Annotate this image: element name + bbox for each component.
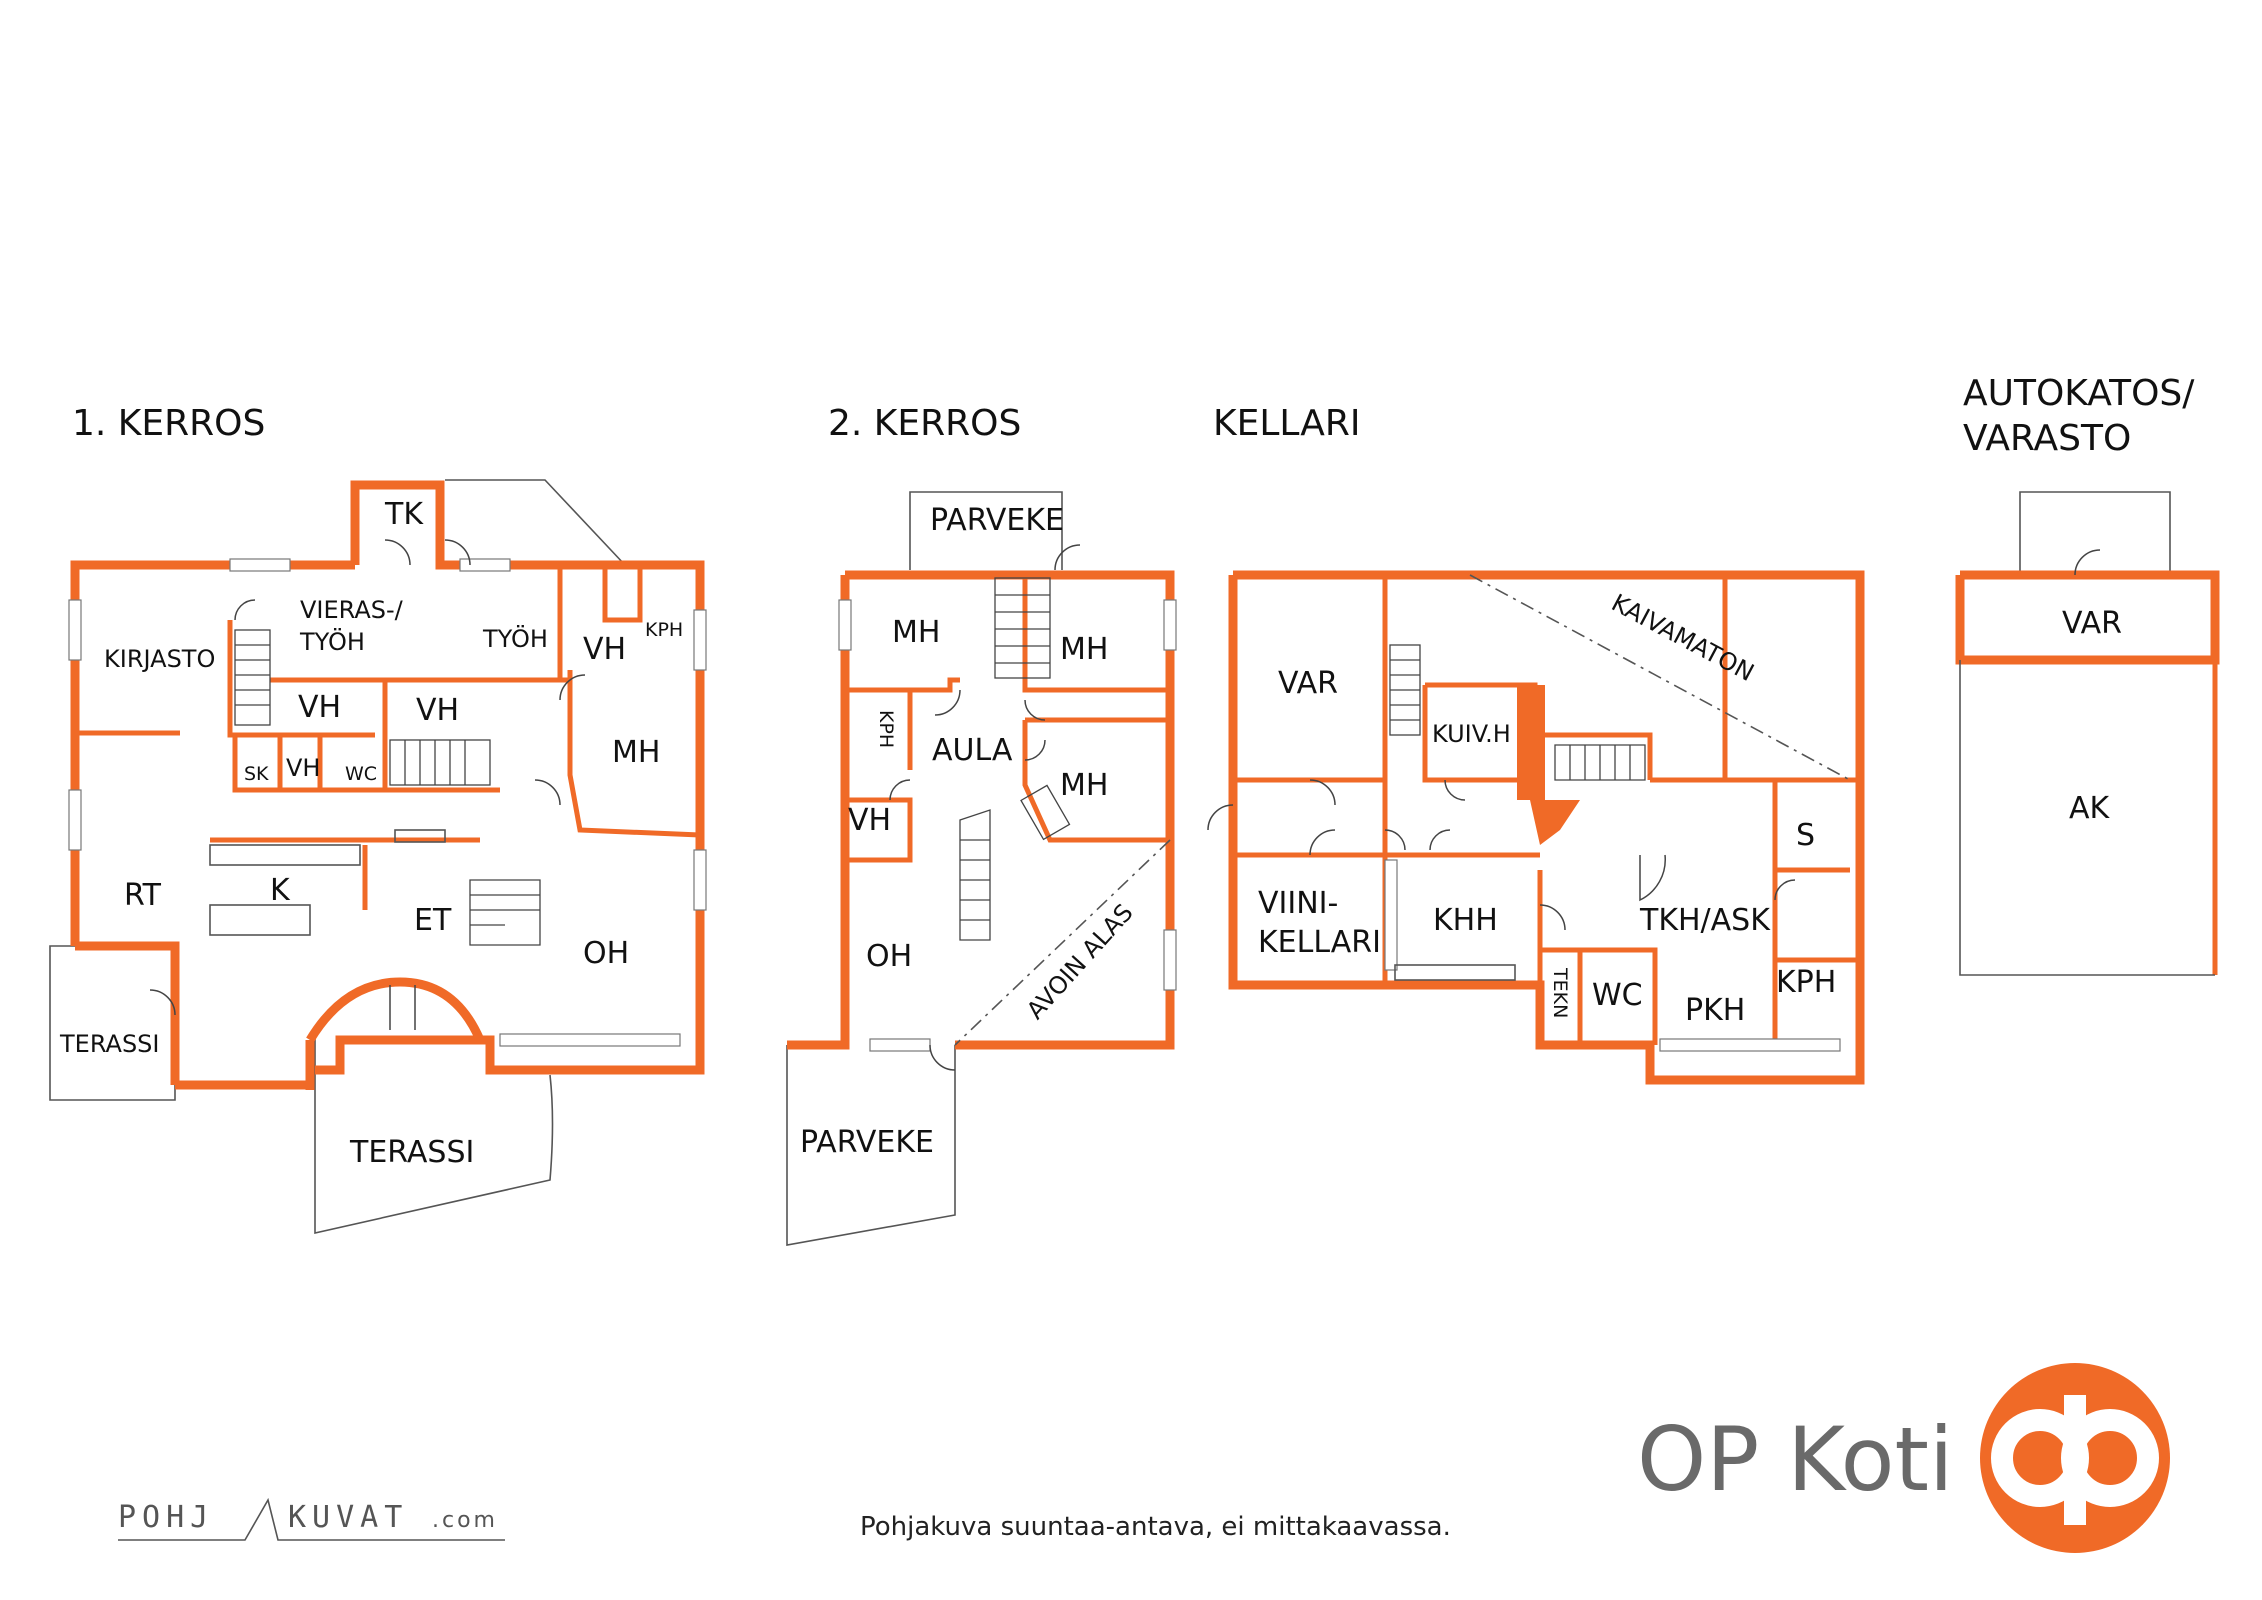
room-tkh-ask: TKH/ASK bbox=[1639, 903, 1771, 938]
cellar-plan: VAR KAIVAMATON KUIV.H VIINI- KELLARI KHH… bbox=[1207, 570, 1865, 1085]
room-vh-2: VH bbox=[298, 690, 341, 725]
room-sk: SK bbox=[244, 763, 269, 785]
room-viini-line1: VIINI- bbox=[1258, 886, 1338, 921]
room-tk: TK bbox=[384, 497, 424, 532]
room-kph: KPH bbox=[875, 710, 897, 748]
carport-outline bbox=[1959, 660, 2215, 976]
first-floor-doors bbox=[149, 539, 586, 1030]
room-kirjasto: KIRJASTO bbox=[104, 645, 215, 673]
room-mh: MH bbox=[612, 735, 660, 770]
svg-text:POHJ: POHJ bbox=[118, 1500, 214, 1535]
pohjakuvat-logo: POHJ KUVAT .com bbox=[118, 1497, 505, 1541]
room-vh-1: VH bbox=[583, 632, 626, 667]
svg-text:.com: .com bbox=[432, 1508, 498, 1533]
terrace-front-outline bbox=[314, 1035, 554, 1235]
carport-title-line2: VARASTO bbox=[1963, 418, 2131, 459]
cellar-stair bbox=[1389, 644, 1646, 781]
room-k: K bbox=[270, 873, 291, 908]
room-viini-line2: KELLARI bbox=[1258, 925, 1381, 960]
room-vh-3: VH bbox=[416, 693, 459, 728]
first-floor-title: 1. KERROS bbox=[72, 403, 265, 444]
carport-canopy-outline bbox=[2019, 491, 2171, 575]
room-parveke-top: PARVEKE bbox=[930, 503, 1064, 538]
terrace-left-outline bbox=[49, 945, 176, 1101]
carport-plan: VAR AK bbox=[1955, 491, 2220, 976]
carport-title-line1: AUTOKATOS/ bbox=[1963, 373, 2195, 414]
second-floor-plan: PARVEKE MH MH KPH AULA MH VH OH AVOIN AL… bbox=[786, 491, 1177, 1246]
label-avoin-alas: AVOIN ALAS bbox=[1021, 899, 1138, 1025]
cellar-outer-wall bbox=[1228, 570, 1865, 1085]
room-wc: WC bbox=[1592, 978, 1643, 1013]
room-vh-4: VH bbox=[286, 754, 320, 782]
cellar-chimney bbox=[1517, 685, 1580, 845]
room-tekn: TEKN bbox=[1549, 967, 1571, 1018]
room-khh: KHH bbox=[1433, 903, 1498, 938]
second-outer-wall-east bbox=[845, 570, 1175, 1050]
room-tyoh: TYÖH bbox=[482, 624, 548, 653]
room-wc: WC bbox=[345, 763, 377, 785]
room-mh-1: MH bbox=[892, 615, 940, 650]
room-s: S bbox=[1796, 818, 1815, 853]
room-vieras-line2: TYÖH bbox=[299, 627, 365, 656]
open-below-line bbox=[954, 839, 1171, 1046]
balcony-bottom-outline bbox=[786, 1045, 956, 1246]
room-et: ET bbox=[414, 903, 452, 938]
second-outer-wall-west bbox=[787, 575, 850, 1050]
room-vh: VH bbox=[848, 803, 891, 838]
room-terassi-2: TERASSI bbox=[349, 1135, 474, 1170]
room-var: VAR bbox=[2062, 606, 2122, 641]
first-outer-wall-east bbox=[315, 480, 705, 1075]
kaivamaton-line bbox=[1469, 574, 1851, 781]
second-floor-stair bbox=[959, 577, 1071, 941]
op-logo-icon bbox=[1980, 1363, 2170, 1553]
room-parveke-bottom: PARVEKE bbox=[800, 1125, 934, 1160]
first-floor-plan: TK KIRJASTO VIERAS-/ TYÖH TYÖH VH KPH VH… bbox=[49, 479, 707, 1235]
room-mh-3: MH bbox=[1060, 768, 1108, 803]
room-terassi-1: TERASSI bbox=[59, 1030, 160, 1058]
room-aula: AULA bbox=[932, 733, 1013, 768]
room-oh: OH bbox=[583, 936, 629, 971]
balcony-top-outline bbox=[909, 491, 1063, 570]
room-rt: RT bbox=[124, 878, 162, 913]
room-ak: AK bbox=[2069, 791, 2111, 826]
second-floor-title: 2. KERROS bbox=[828, 403, 1021, 444]
cellar-title: KELLARI bbox=[1213, 403, 1361, 444]
disclaimer-note: Pohjakuva suuntaa-antava, ei mittakaavas… bbox=[860, 1512, 1451, 1542]
svg-text:KUVAT: KUVAT bbox=[288, 1500, 408, 1535]
brand-name: OP Koti bbox=[1637, 1408, 1953, 1511]
room-pkh: PKH bbox=[1685, 993, 1745, 1028]
entrance-canopy-outline bbox=[445, 479, 626, 566]
room-var: VAR bbox=[1278, 666, 1338, 701]
room-oh: OH bbox=[866, 939, 912, 974]
room-vieras-line1: VIERAS-/ bbox=[300, 596, 404, 624]
first-floor-stair bbox=[234, 629, 541, 946]
room-kph: KPH bbox=[1776, 965, 1836, 1000]
label-kaivamaton: KAIVAMATON bbox=[1607, 589, 1759, 687]
room-kuivh: KUIV.H bbox=[1432, 720, 1511, 748]
room-kph: KPH bbox=[645, 619, 683, 641]
room-mh-2: MH bbox=[1060, 632, 1108, 667]
